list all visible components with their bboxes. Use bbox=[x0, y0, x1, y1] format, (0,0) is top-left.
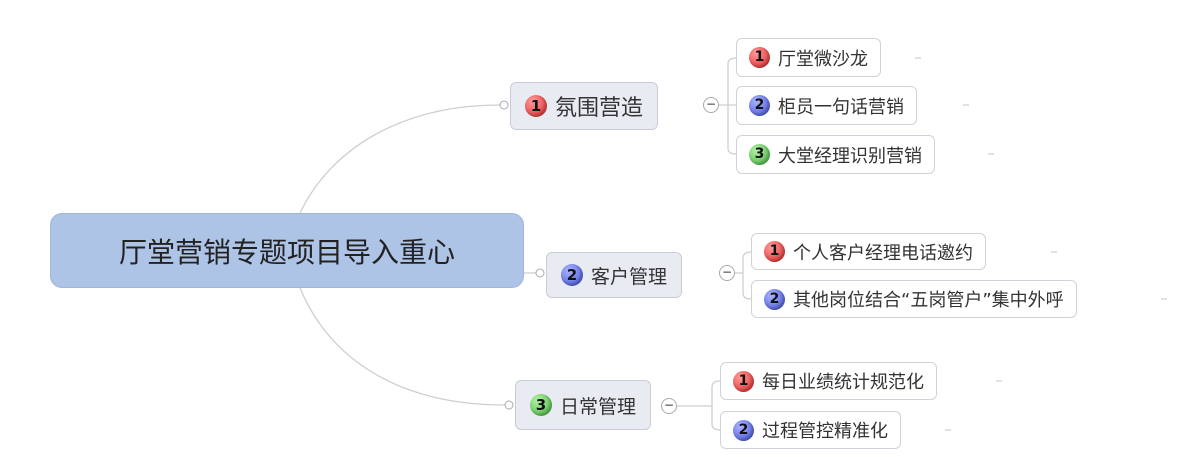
connector-root-branch3 bbox=[299, 287, 506, 406]
branch-label: 日常管理 bbox=[560, 395, 637, 418]
branch-atmosphere[interactable]: 1 氛围营造 bbox=[510, 82, 659, 130]
connector-root-branch1 bbox=[299, 104, 501, 214]
priority-2-icon: 2 bbox=[733, 419, 754, 441]
connector-branch2-children bbox=[735, 251, 752, 300]
priority-1-icon: 1 bbox=[733, 370, 754, 392]
branch2-anchor bbox=[535, 268, 545, 278]
subtopic[interactable]: 2 过程管控精准化 bbox=[720, 411, 901, 449]
subtopic[interactable]: 3 大堂经理识别营销 bbox=[736, 135, 935, 174]
subtopic[interactable]: 2 柜员一句话营销 bbox=[736, 86, 917, 125]
subtopic[interactable]: 2 其他岗位结合“五岗管户”集中外呼 bbox=[751, 280, 1077, 318]
subtopic[interactable]: 1 厅堂微沙龙 bbox=[736, 38, 881, 77]
branch-label: 客户管理 bbox=[591, 265, 668, 288]
subtopic-label: 大堂经理识别营销 bbox=[778, 145, 922, 167]
priority-2-icon: 2 bbox=[764, 288, 785, 310]
subtopic[interactable]: 1 每日业绩统计规范化 bbox=[720, 362, 937, 400]
priority-3-icon: 3 bbox=[530, 394, 552, 416]
subtopic-label: 柜员一句话营销 bbox=[778, 96, 904, 118]
branch3-anchor bbox=[504, 400, 514, 410]
priority-3-icon: 3 bbox=[749, 144, 770, 165]
priority-1-icon: 1 bbox=[749, 47, 770, 68]
priority-1-icon: 1 bbox=[764, 241, 785, 262]
connector-branch3-children bbox=[677, 380, 721, 431]
collapse-toggle[interactable]: − bbox=[703, 97, 719, 113]
central-topic-label: 厅堂营销专题项目导入重心 bbox=[118, 235, 455, 269]
subtopic-label: 过程管控精准化 bbox=[762, 421, 888, 442]
subtopic-label: 其他岗位结合“五岗管户”集中外呼 bbox=[793, 290, 1064, 311]
collapse-toggle[interactable]: − bbox=[719, 265, 735, 281]
collapse-toggle[interactable]: − bbox=[661, 398, 677, 414]
subtopic-label: 个人客户经理电话邀约 bbox=[793, 242, 973, 264]
subtopic-label: 每日业绩统计规范化 bbox=[762, 372, 924, 393]
subtopic[interactable]: 1 个人客户经理电话邀约 bbox=[751, 233, 986, 270]
connector-branch1-children bbox=[719, 57, 737, 155]
branch1-anchor bbox=[499, 100, 509, 110]
priority-2-icon: 2 bbox=[749, 95, 770, 116]
priority-1-icon: 1 bbox=[525, 95, 547, 117]
priority-2-icon: 2 bbox=[561, 264, 583, 286]
central-topic[interactable]: 厅堂营销专题项目导入重心 bbox=[50, 213, 524, 288]
branch-label: 氛围营造 bbox=[555, 96, 644, 121]
branch-customer-management[interactable]: 2 客户管理 bbox=[546, 252, 683, 298]
subtopic-label: 厅堂微沙龙 bbox=[778, 48, 868, 70]
branch-daily-management[interactable]: 3 日常管理 bbox=[515, 380, 652, 430]
